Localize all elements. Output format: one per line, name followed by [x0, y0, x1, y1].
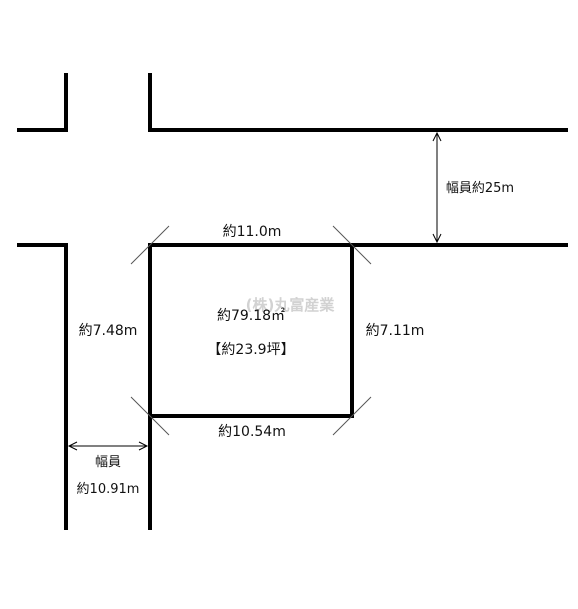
- road-edge-top-left: [17, 73, 68, 132]
- area-m2-label: 約79.18㎡: [217, 308, 285, 324]
- corner-ticks: [130, 225, 372, 436]
- watermark-text: (株)丸富産業: [246, 296, 336, 314]
- bottom-edge-label: 約10.54m: [218, 424, 286, 440]
- road-edge-mid-left: [17, 243, 68, 530]
- left-road-width-title: 幅員: [95, 455, 121, 470]
- tick-top-left: [130, 225, 170, 265]
- top-edge-label: 約11.0m: [223, 224, 282, 240]
- right-road-arrowhead-bottom: [432, 233, 442, 244]
- tick-bottom-left: [130, 396, 170, 436]
- area-tsubo-label: 【約23.9坪】: [207, 342, 294, 358]
- right-road-width-label: 幅員約25m: [446, 181, 514, 196]
- left-road-dimension: [67, 441, 149, 451]
- road-lines: [17, 73, 568, 530]
- left-edge-label: 約7.48m: [79, 323, 138, 339]
- left-road-arrowhead-right: [138, 441, 149, 451]
- road-edge-top-right: [148, 73, 568, 132]
- lot-boundary: [148, 243, 354, 418]
- tick-top-right: [332, 225, 372, 265]
- tick-bottom-right: [332, 396, 372, 436]
- left-road-arrowhead-left: [67, 441, 78, 451]
- right-road-arrowhead-top: [432, 131, 442, 142]
- right-edge-label: 約7.11m: [366, 323, 425, 339]
- right-road-dimension: [432, 131, 442, 244]
- left-road-width-value: 約10.91m: [77, 482, 140, 497]
